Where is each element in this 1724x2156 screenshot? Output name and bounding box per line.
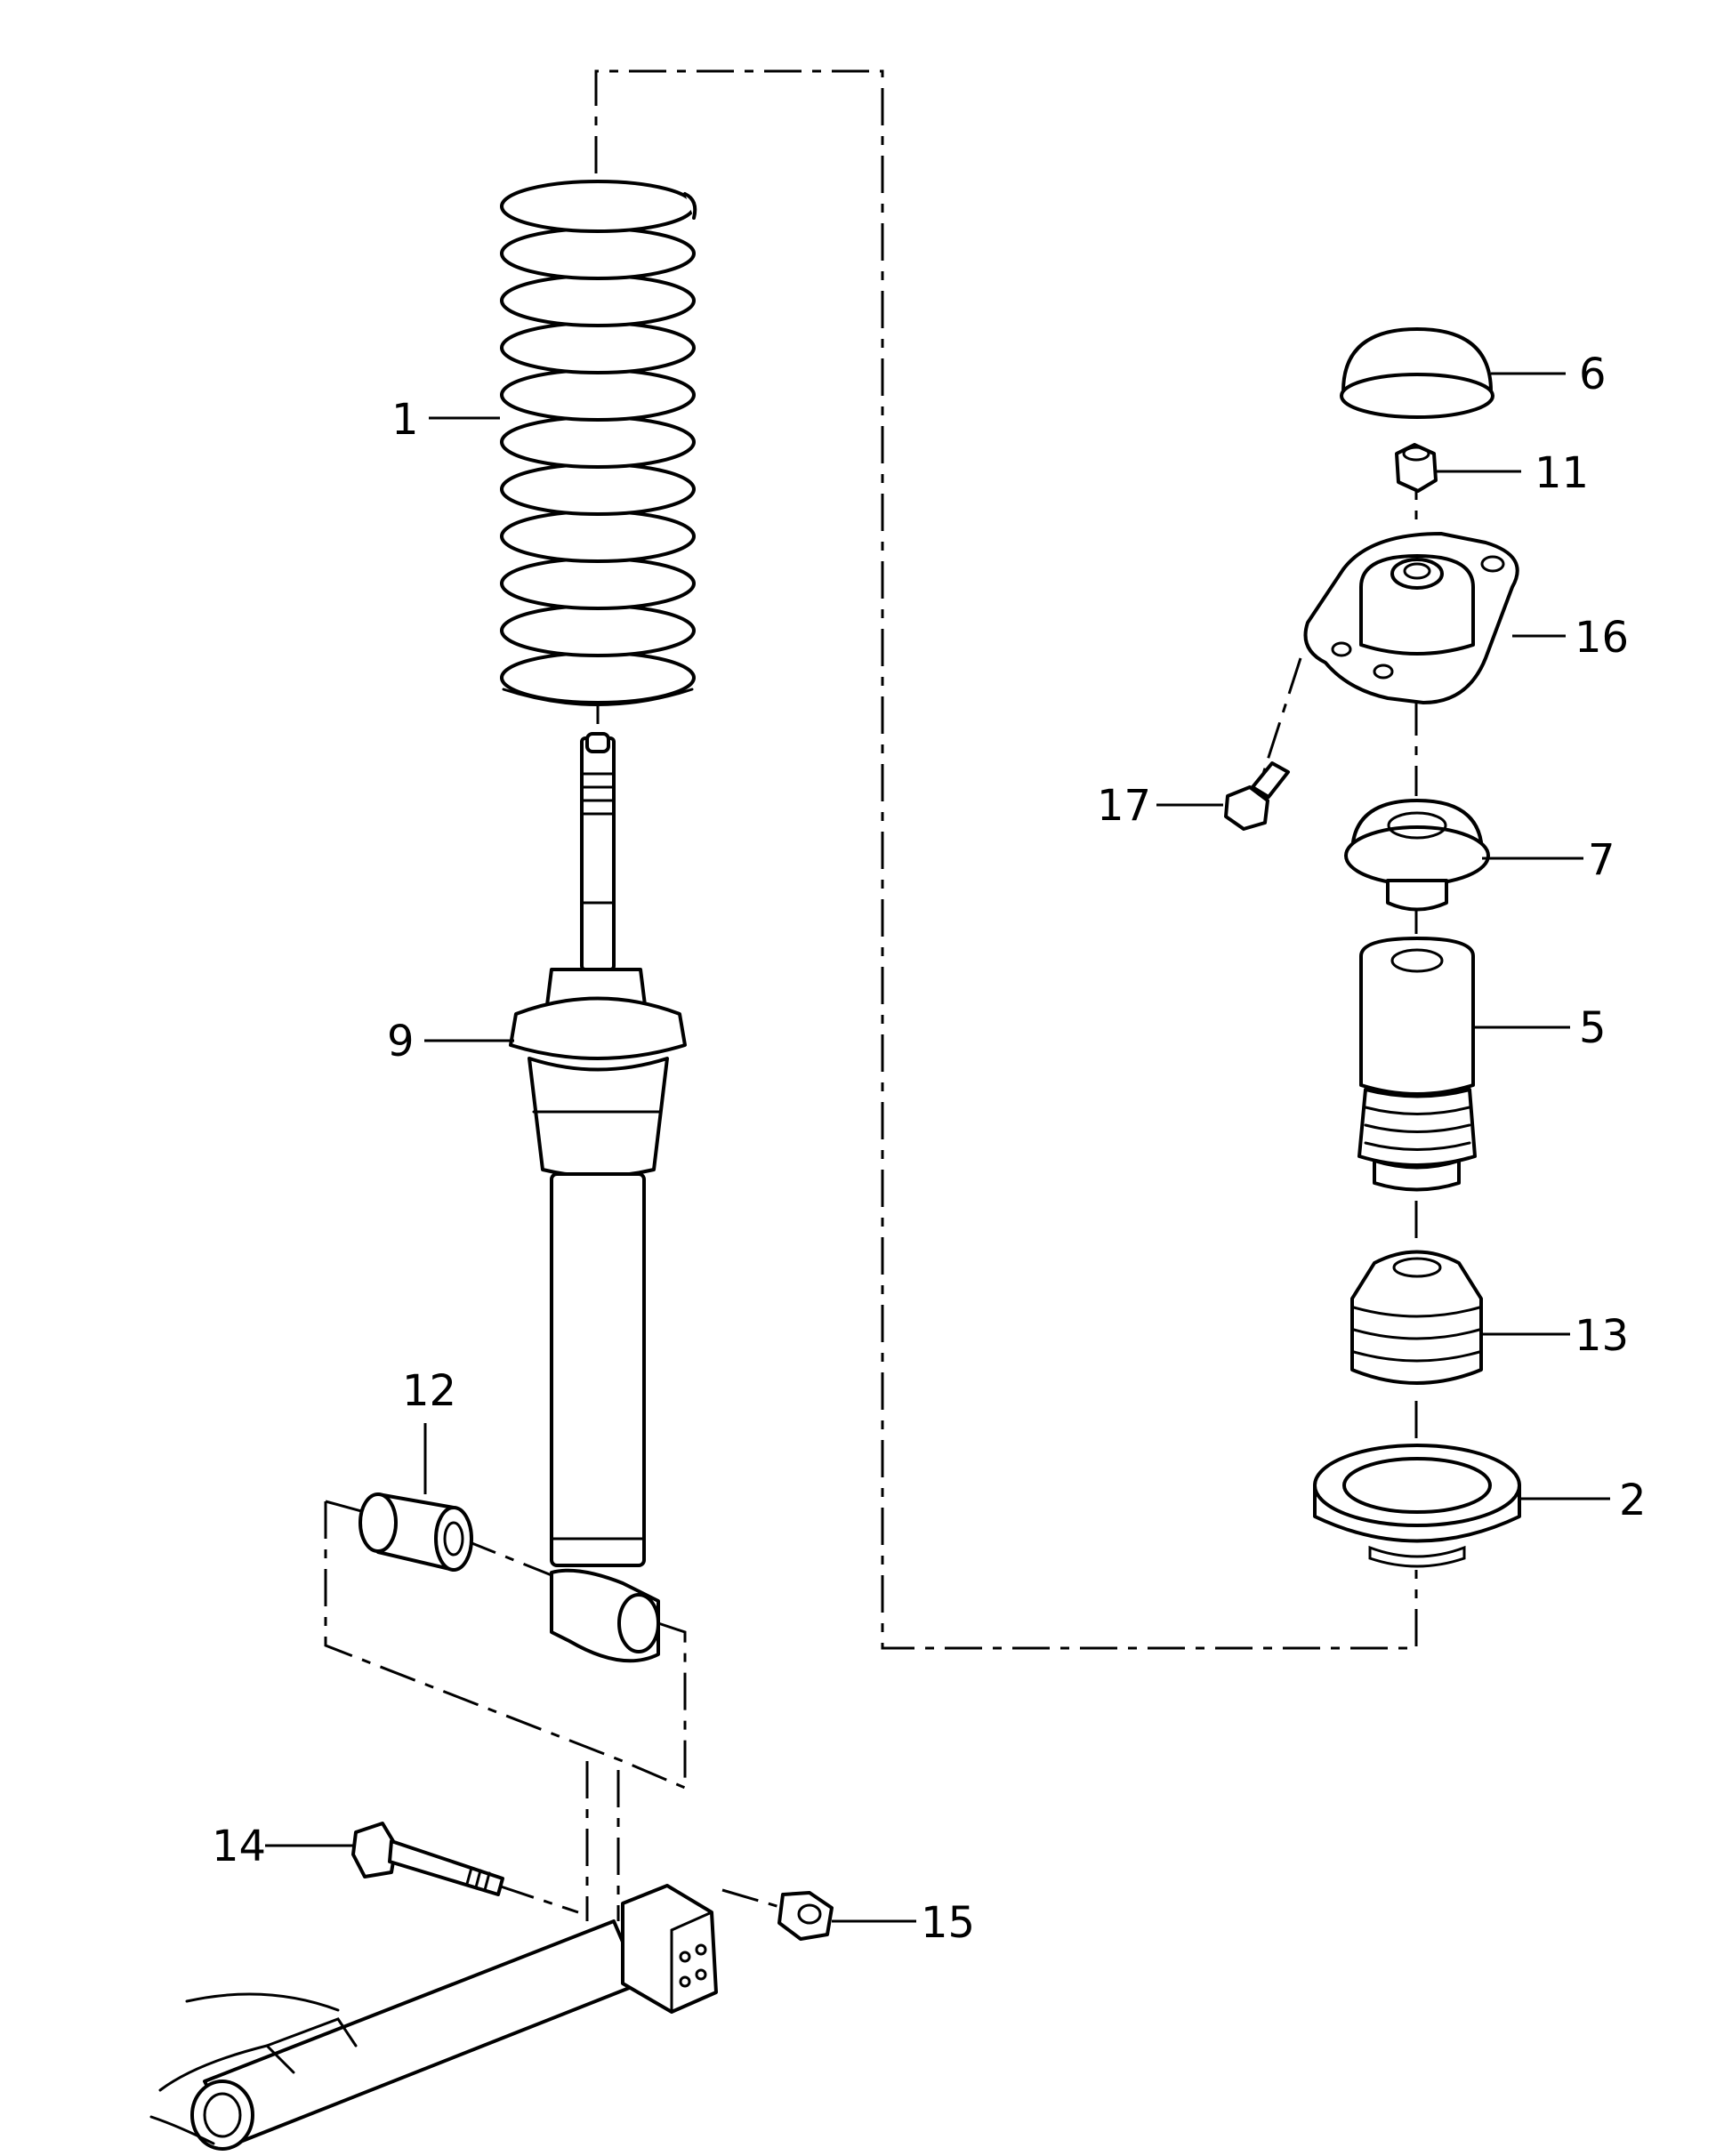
- bump-stop: [1350, 1250, 1483, 1385]
- buffer: [1357, 937, 1477, 1192]
- callout-13: 13: [1575, 1311, 1629, 1361]
- shock-absorber: [509, 732, 687, 1663]
- spring-seat-ring: [1313, 1444, 1521, 1568]
- callout-9: 9: [387, 1017, 415, 1066]
- cap: [1340, 327, 1494, 419]
- callout-16: 16: [1575, 613, 1629, 663]
- callout-7: 7: [1588, 835, 1615, 885]
- coil-spring: [500, 180, 697, 706]
- bushing: [358, 1492, 473, 1572]
- callout-1: 1: [391, 395, 419, 445]
- bearing-seat: [1344, 799, 1490, 912]
- callout-15: 15: [921, 1898, 975, 1948]
- callout-11: 11: [1535, 448, 1589, 498]
- callout-5: 5: [1579, 1003, 1607, 1053]
- callout-2: 2: [1619, 1476, 1647, 1525]
- strut-mount: [1303, 532, 1519, 704]
- assembly-lines: [324, 69, 1418, 1921]
- callout-12: 12: [402, 1366, 456, 1416]
- top-nut: [1395, 443, 1438, 493]
- axle-beam: [149, 1884, 718, 2151]
- nut: [777, 1891, 834, 1941]
- mount-bolt: [1224, 761, 1290, 831]
- callouts: 1 9 12 14 15 6 11 16 17 7 5 13 2: [212, 350, 1647, 1948]
- leader-lines: [265, 372, 1610, 1923]
- callout-14: 14: [212, 1822, 266, 1871]
- bolt: [351, 1822, 504, 1896]
- callout-17: 17: [1097, 781, 1151, 831]
- callout-6: 6: [1579, 350, 1607, 399]
